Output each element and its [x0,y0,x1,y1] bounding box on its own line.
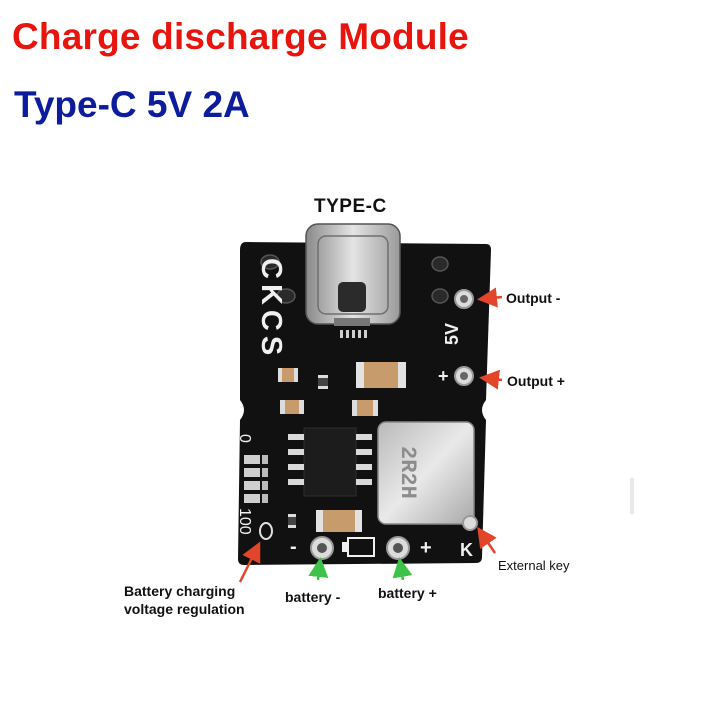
mount-hole [431,288,449,304]
silkscreen-plus-battery: + [420,537,432,559]
silkscreen-voltage: 5V [442,323,462,345]
external-key-pad [462,515,478,531]
edge-mark [630,478,634,514]
silkscreen-hundred: 100 [236,508,253,535]
silkscreen-brand: CKCS [255,258,287,360]
arrow-battery-minus [308,557,329,581]
arrow-battery-plus [392,557,413,581]
smd-capacitors [278,362,406,532]
page-title: Charge discharge Module [12,16,469,57]
label-output-minus: Output - [506,290,561,306]
regulation-pad [259,522,273,540]
label-battery-plus: battery + [378,585,437,601]
inductor: 2R2H [377,421,475,525]
battery-icon [342,537,375,557]
page-subtitle: Type-C 5V 2A [14,84,250,125]
label-external-key: External key [498,558,570,573]
mount-hole [276,288,296,304]
silkscreen-key: K [460,540,473,560]
label-regulation-line1: Battery charging [124,583,236,599]
silkscreen-zero: 0 [236,434,253,443]
label-battery-minus: battery - [285,589,341,605]
arrow-output-minus [477,287,503,308]
ic-chip [288,427,372,497]
mount-hole [431,256,449,272]
svg-text:2R2H: 2R2H [395,446,420,499]
label-output-plus: Output + [507,373,565,389]
label-regulation-line2: voltage regulation [124,601,245,617]
silkscreen-plus-output: + [438,366,449,386]
mount-hole [260,254,280,270]
typec-label: TYPE-C [314,196,387,217]
arrow-regulation [238,541,261,583]
silkscreen-minus-battery: - [290,536,297,558]
led-indicator-bar [244,455,268,503]
arrow-output-plus [479,369,503,390]
arrow-external-key [477,526,497,554]
